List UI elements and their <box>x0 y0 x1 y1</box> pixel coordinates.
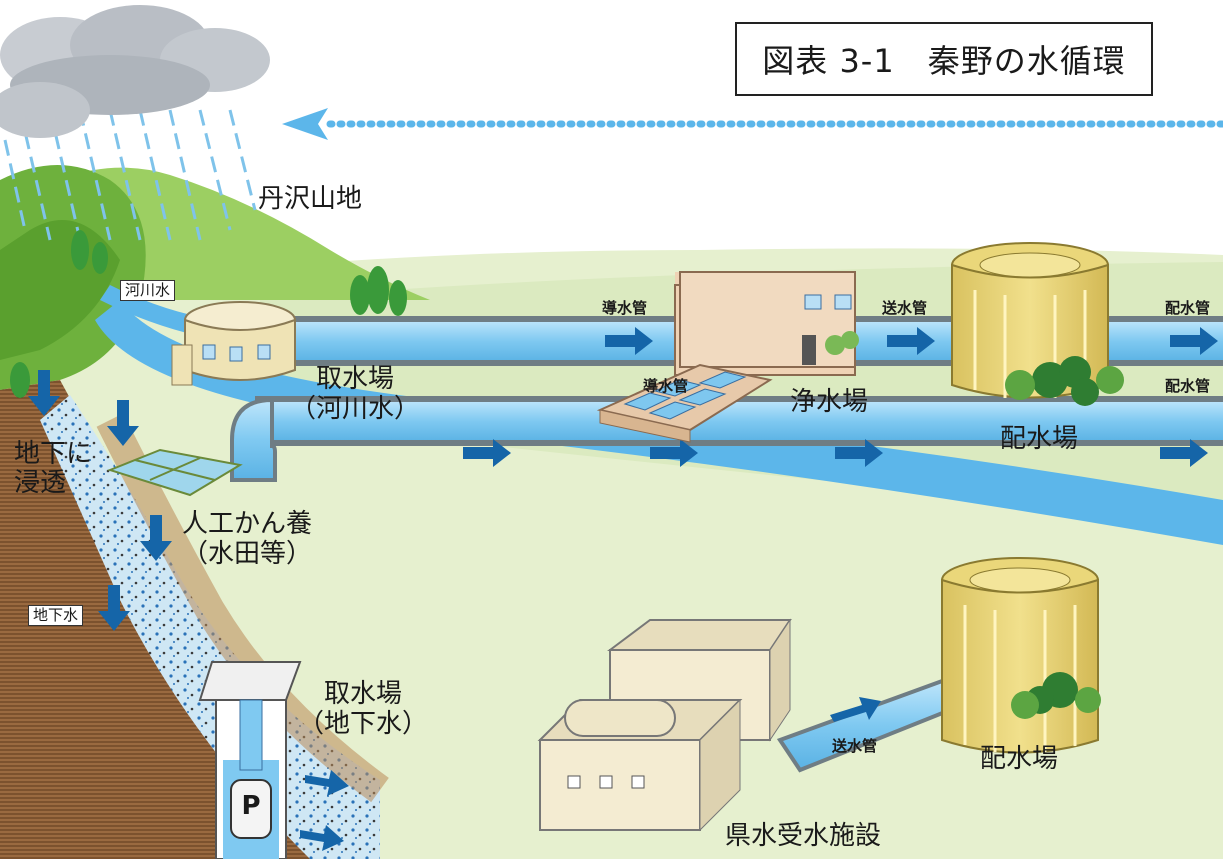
tree-icon <box>10 230 407 398</box>
river-intake-building <box>171 301 296 386</box>
reservoir-tank-top <box>825 242 1124 406</box>
label-conduit-top: 導水管 <box>602 299 648 317</box>
rice-paddy <box>107 448 243 497</box>
flow-arrows <box>28 327 1218 851</box>
label-intake-river: 取水場 （河川水） <box>290 364 421 425</box>
prefectural-facility <box>537 618 792 832</box>
diagram-title-box: 図表 3-1 秦野の水循環 <box>735 22 1153 96</box>
label-conduit-bottom: 導水管 <box>643 377 689 395</box>
label-distribution-bottom: 配水管 <box>1165 377 1211 395</box>
label-intake-river-line1: 取水場 <box>316 364 395 394</box>
label-prefectural-facility: 県水受水施設 <box>725 821 882 851</box>
pump-icon <box>198 661 302 859</box>
label-distribution-top: 配水管 <box>1165 299 1211 317</box>
label-reservoir-bottom: 配水場 <box>980 744 1059 774</box>
evaporation-arrow <box>282 108 1223 140</box>
label-transmission-bottom: 送水管 <box>832 737 878 755</box>
label-reservoir-top: 配水場 <box>1000 424 1079 454</box>
label-intake-ground: 取水場 （地下水） <box>298 679 429 740</box>
label-mountains: 丹沢山地 <box>258 184 363 214</box>
rain-cloud-icon <box>0 5 270 241</box>
label-infiltrate-line2: 浸透 <box>14 467 67 498</box>
label-recharge-line1: 人工かん養 <box>182 509 313 539</box>
reservoir-tank-bottom <box>941 557 1101 754</box>
label-intake-river-line2: （河川水） <box>290 393 421 424</box>
label-river-water: 河川水 <box>120 280 176 302</box>
label-intake-ground-line2: （地下水） <box>298 708 429 739</box>
diagram-title: 図表 3-1 秦野の水循環 <box>762 42 1126 80</box>
label-groundwater: 地下水 <box>28 605 84 627</box>
label-recharge-line2: （水田等） <box>182 538 313 569</box>
label-intake-ground-line1: 取水場 <box>324 679 403 709</box>
label-recharge: 人工かん養 （水田等） <box>182 509 313 570</box>
label-infiltrate-line1: 地下に <box>14 439 93 469</box>
label-infiltrate: 地下に 浸透 <box>14 440 92 497</box>
purification-plant <box>596 271 856 443</box>
label-purification: 浄水場 <box>790 387 869 417</box>
pump-label: P <box>241 791 261 821</box>
label-transmission-top: 送水管 <box>882 299 928 317</box>
